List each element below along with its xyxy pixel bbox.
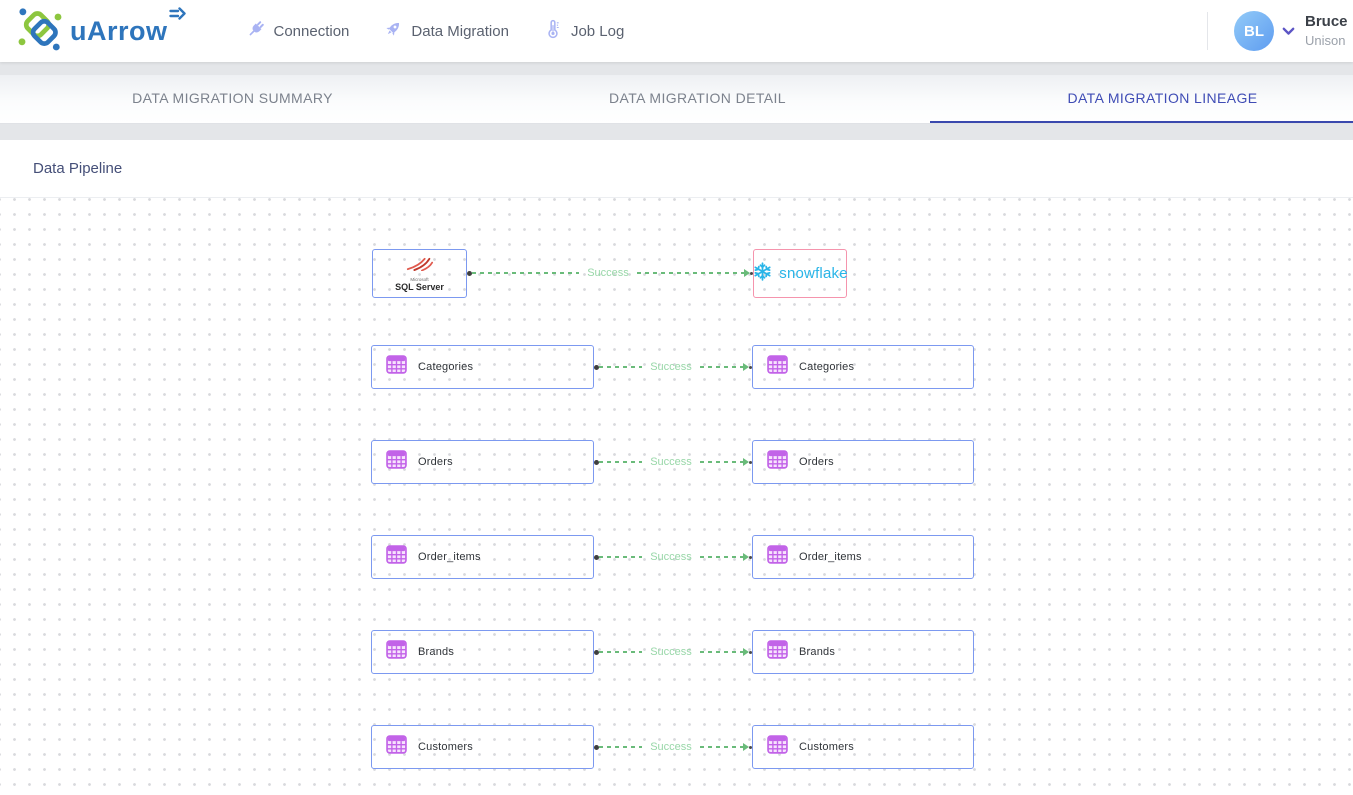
edge-status-label: Success	[650, 741, 692, 753]
edge-source-dot	[594, 364, 599, 370]
edge-brands: Success	[594, 646, 753, 658]
edge-source-dot	[594, 649, 599, 655]
table-icon	[386, 735, 407, 759]
edge-arrow-icon	[743, 553, 750, 561]
table-node-target-customers[interactable]: Customers	[752, 725, 974, 769]
sqlserver-name: SQL Server	[395, 281, 444, 292]
edge-status-label: Success	[650, 551, 692, 563]
table-icon	[386, 355, 407, 379]
user-avatar[interactable]: BL	[1234, 11, 1274, 51]
rocket-icon	[383, 19, 403, 44]
table-label: Orders	[799, 456, 834, 468]
table-icon	[767, 450, 788, 474]
app-logo[interactable]: uArrow	[14, 5, 186, 58]
tabbar: DATA MIGRATION SUMMARY DATA MIGRATION DE…	[0, 75, 1353, 124]
table-label: Brands	[799, 646, 836, 658]
edge-arrow-icon	[743, 458, 750, 466]
edge-status-label: Success	[650, 646, 692, 658]
gray-strip-mid	[0, 124, 1353, 140]
edge-sqlserver-snowflake: Success	[467, 267, 754, 279]
edge-status-label: Success	[650, 456, 692, 468]
uarrow-logo-icon	[14, 5, 66, 58]
table-icon	[767, 735, 788, 759]
menu-item-data-migration[interactable]: Data Migration	[383, 19, 509, 44]
edge-status-label: Success	[650, 361, 692, 373]
top-navbar: uArrow Connection	[0, 0, 1353, 62]
tab-data-migration-lineage[interactable]: DATA MIGRATION LINEAGE	[930, 75, 1353, 123]
edge-source-dot	[594, 554, 599, 560]
table-label: Categories	[799, 361, 855, 373]
table-node-target-orders[interactable]: Orders	[752, 440, 974, 484]
logo-arrow-icon	[168, 6, 186, 25]
gray-strip-top	[0, 62, 1353, 75]
table-label: Customers	[799, 741, 854, 753]
table-node-target-categories[interactable]: Categories	[752, 345, 974, 389]
edge-arrow-icon	[743, 743, 750, 751]
chevron-down-icon[interactable]	[1282, 27, 1295, 36]
edge-target-dot	[749, 365, 753, 369]
table-icon	[767, 640, 788, 664]
table-node-source-orders[interactable]: Orders	[371, 440, 594, 484]
table-label: Categories	[418, 361, 474, 373]
edge-categories: Success	[594, 361, 753, 373]
table-label: Brands	[418, 646, 455, 658]
tab-data-migration-detail[interactable]: DATA MIGRATION DETAIL	[609, 90, 786, 106]
table-icon	[386, 640, 407, 664]
table-node-target-order-items[interactable]: Order_items	[752, 535, 974, 579]
sqlserver-brand-text: Microsoft	[410, 276, 429, 282]
edge-target-dot	[750, 271, 754, 275]
user-name: Bruce	[1305, 13, 1348, 30]
table-label: Orders	[418, 456, 453, 468]
edge-source-dot	[467, 270, 472, 276]
edge-target-dot	[749, 555, 753, 559]
navbar-divider	[1207, 12, 1208, 50]
app-logo-text: uArrow	[70, 15, 168, 46]
table-icon	[767, 355, 788, 379]
table-label: Order_items	[418, 551, 481, 563]
table-icon	[767, 545, 788, 569]
edge-source-dot	[594, 744, 599, 750]
section-header: Data Pipeline	[0, 140, 1353, 198]
edge-orders: Success	[594, 456, 753, 468]
menu-item-job-log[interactable]: Job Log	[543, 19, 624, 44]
table-icon	[386, 450, 407, 474]
edge-status-label: Success	[587, 267, 629, 279]
table-label: Order_items	[799, 551, 862, 563]
edge-arrow-icon	[743, 648, 750, 656]
snowflake-name: snowflake	[779, 265, 848, 282]
table-node-target-brands[interactable]: Brands	[752, 630, 974, 674]
sqlserver-logo-icon	[404, 256, 436, 276]
user-name-block: Bruce Unison	[1305, 12, 1353, 50]
menu-label-data-migration: Data Migration	[411, 22, 509, 40]
edge-order-items: Success	[594, 551, 753, 563]
table-label: Customers	[418, 741, 473, 753]
table-node-source-categories[interactable]: Categories	[371, 345, 594, 389]
thermometer-icon	[543, 19, 563, 44]
table-icon	[386, 545, 407, 569]
table-node-source-customers[interactable]: Customers	[371, 725, 594, 769]
user-org: Unison	[1305, 33, 1346, 48]
node-snowflake[interactable]: snowflake	[752, 249, 848, 298]
edge-arrow-icon	[744, 269, 751, 277]
edge-arrow-icon	[743, 363, 750, 371]
node-sqlserver[interactable]: Microsoft SQL Server	[372, 249, 467, 298]
table-node-source-order-items[interactable]: Order_items	[371, 535, 594, 579]
tab-data-migration-summary[interactable]: DATA MIGRATION SUMMARY	[132, 90, 333, 106]
edge-target-dot	[749, 460, 753, 464]
page-title: Data Pipeline	[33, 160, 123, 177]
table-node-source-brands[interactable]: Brands	[371, 630, 594, 674]
menu-label-job-log: Job Log	[570, 22, 625, 40]
edge-source-dot	[594, 459, 599, 465]
edge-target-dot	[749, 745, 753, 749]
snowflake-logo-icon	[752, 261, 773, 287]
edge-target-dot	[749, 650, 753, 654]
menu-item-connection[interactable]: Connection	[246, 19, 350, 44]
user-area: BL Bruce Unison	[1207, 0, 1353, 62]
menu-label-connection: Connection	[273, 22, 350, 40]
edge-customers: Success	[594, 741, 753, 753]
lineage-canvas[interactable]: Microsoft SQL Server snowflake Success C…	[0, 198, 1353, 795]
plug-icon	[246, 19, 266, 44]
main-menu: Connection Data Migration	[246, 19, 624, 44]
